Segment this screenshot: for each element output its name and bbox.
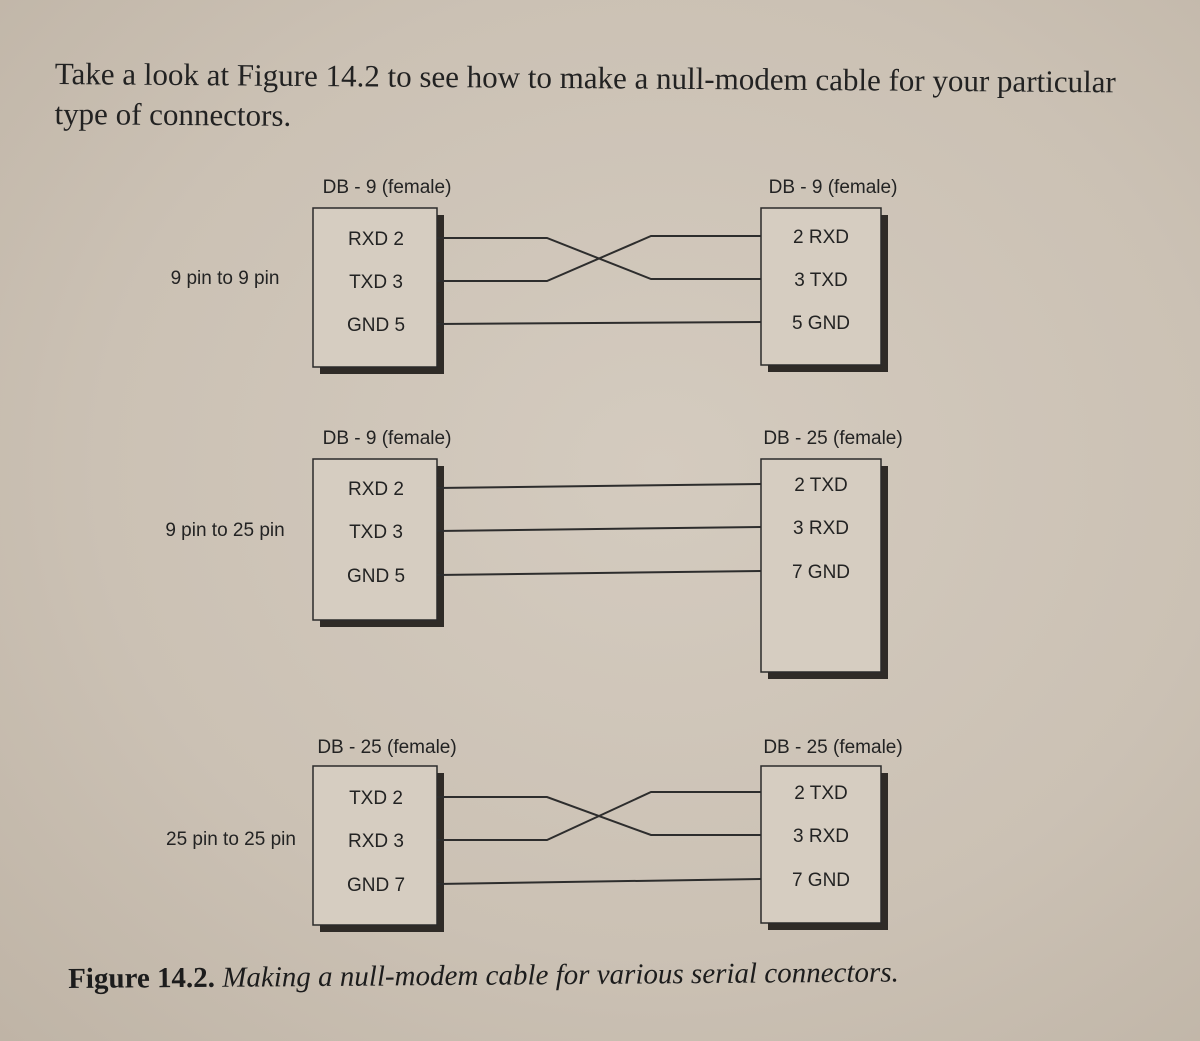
right-connector-box <box>760 765 882 924</box>
right-pin-label: 3 RXD <box>793 826 849 847</box>
right-connector-title: DB - 25 (female) <box>763 428 902 449</box>
left-pin-label: TXD 2 <box>349 788 403 809</box>
diagram-side-label: 9 pin to 25 pin <box>165 520 284 541</box>
left-pin-label: RXD 3 <box>348 831 404 852</box>
cable-wire <box>437 235 761 282</box>
left-connector-box <box>312 765 438 926</box>
left-connector-title: DB - 9 (female) <box>323 177 452 198</box>
left-pin-label: RXD 2 <box>348 479 404 500</box>
right-pin-label: 2 RXD <box>793 227 849 248</box>
left-pin-label: GND 5 <box>347 566 405 587</box>
cable-wire <box>436 321 762 325</box>
left-pin-label: RXD 2 <box>348 229 404 250</box>
cable-wire <box>437 791 761 841</box>
right-pin-label: 5 GND <box>792 313 850 334</box>
left-pin-label: GND 7 <box>347 875 405 896</box>
left-pin-label: GND 5 <box>347 315 405 336</box>
right-connector-box <box>760 207 882 366</box>
diagram-side-label: 25 pin to 25 pin <box>166 829 296 850</box>
right-connector-title: DB - 25 (female) <box>763 737 902 758</box>
cable-wire <box>436 878 762 885</box>
left-pin-label: TXD 3 <box>349 522 403 543</box>
left-pin-label: TXD 3 <box>349 272 403 293</box>
figure-caption-text: Making a null-modem cable for various se… <box>222 956 899 994</box>
left-connector-box <box>312 458 438 621</box>
cable-wire <box>436 483 762 489</box>
right-pin-label: 2 TXD <box>794 783 848 804</box>
right-pin-label: 7 GND <box>792 870 850 891</box>
left-connector-title: DB - 25 (female) <box>317 737 456 758</box>
cable-wire <box>436 570 762 576</box>
right-connector-title: DB - 9 (female) <box>769 177 898 198</box>
diagram-side-label: 9 pin to 9 pin <box>171 268 280 289</box>
right-connector-box <box>760 458 882 673</box>
left-connector-title: DB - 9 (female) <box>323 428 452 449</box>
right-pin-label: 7 GND <box>792 562 850 583</box>
left-connector-box <box>312 207 438 368</box>
right-pin-label: 3 RXD <box>793 518 849 539</box>
figure-caption-label: Figure 14.2. <box>68 961 216 995</box>
right-pin-label: 2 TXD <box>794 475 848 496</box>
cable-wire <box>436 526 762 532</box>
right-pin-label: 3 TXD <box>794 270 848 291</box>
